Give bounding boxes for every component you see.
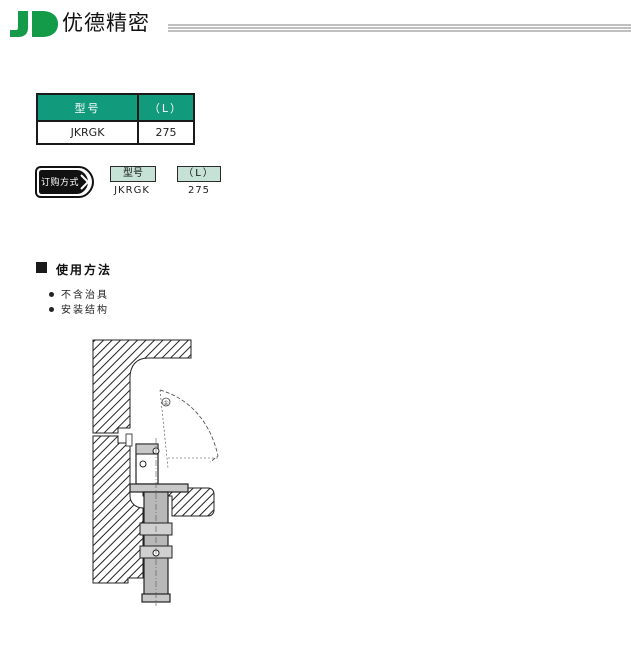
list-item-text: 安装结构	[61, 305, 109, 316]
header-rule	[168, 24, 631, 32]
spec-cell-length: 275	[137, 120, 195, 145]
order-label-model: 型号	[110, 166, 156, 182]
list-item: 安装结构	[49, 301, 109, 316]
order-badge-label: 订购方式	[40, 178, 79, 188]
bullet-icon	[49, 306, 54, 312]
bullet-icon	[49, 291, 54, 297]
brand-name: 优德精密	[62, 11, 150, 35]
usage-square-icon	[36, 262, 47, 273]
order-badge-icon	[35, 166, 95, 198]
spec-cell-model: JKRGK	[36, 120, 139, 145]
callout-label: ①	[163, 400, 168, 407]
logo-j-icon	[10, 11, 28, 37]
list-item-text: 不含治具	[61, 290, 109, 301]
logo-d-icon	[32, 11, 58, 37]
spec-table-header-row: 型号 （L）	[36, 93, 195, 122]
order-label-length: （L）	[177, 166, 221, 182]
installation-drawing: ①	[92, 339, 219, 606]
order-value-length: 275	[187, 185, 211, 196]
list-item: 不含治具	[49, 286, 109, 301]
spec-table: 型号 （L） JKRGK 275	[36, 93, 195, 145]
spec-col-model: 型号	[36, 93, 139, 122]
table-row: JKRGK 275	[36, 120, 195, 145]
usage-title: 使用方法	[56, 263, 113, 277]
spec-col-length: （L）	[137, 93, 195, 122]
order-value-model: JKRGK	[114, 185, 150, 196]
